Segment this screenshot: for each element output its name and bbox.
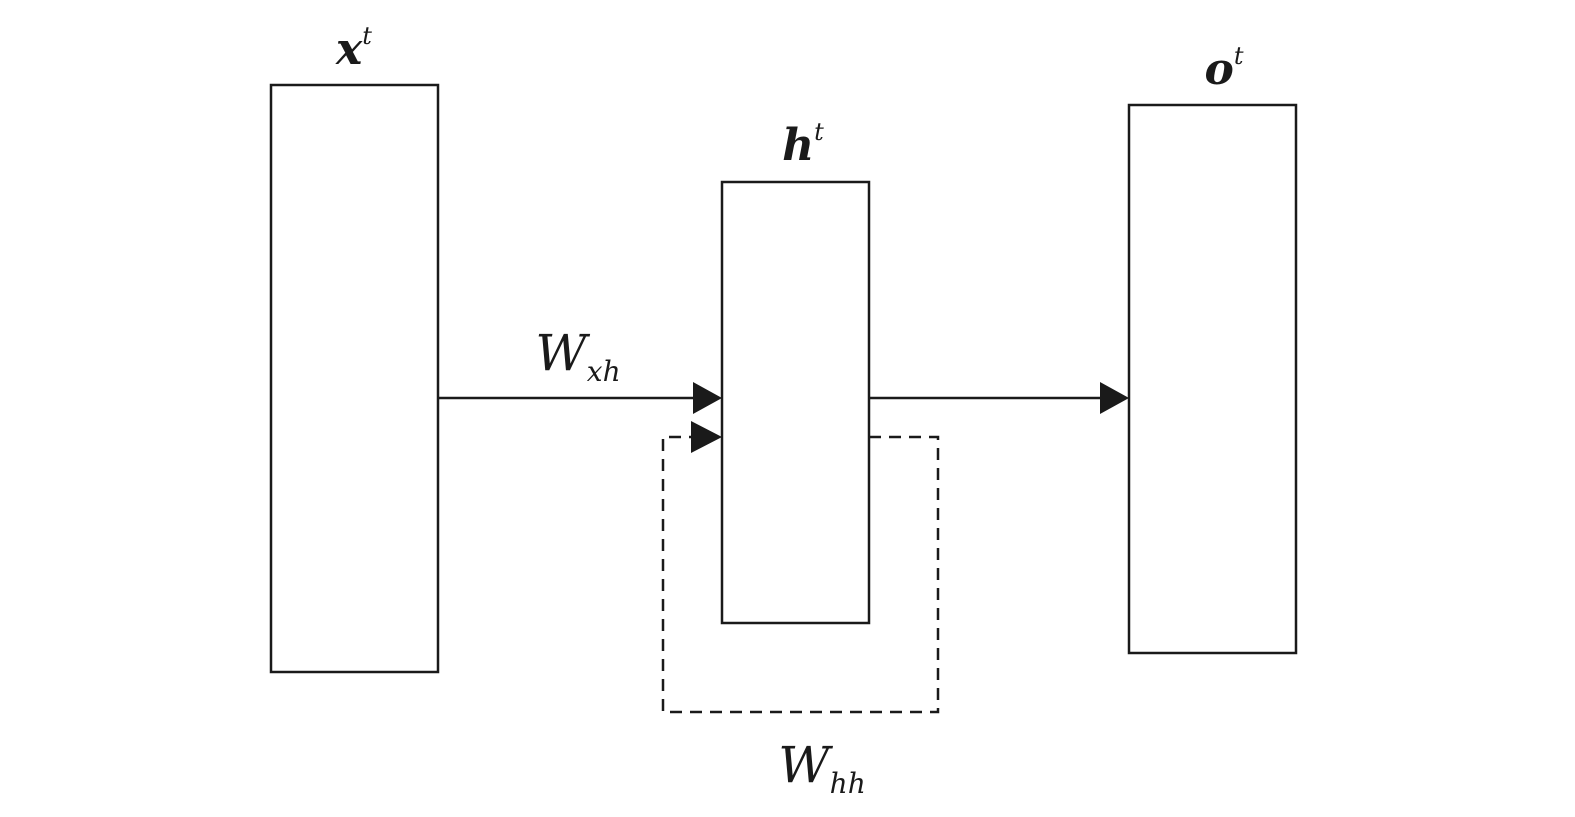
input-to-hidden-arrow	[438, 382, 722, 414]
recurrent-weight-label: Whh	[778, 736, 865, 800]
hidden-node-box	[720, 180, 871, 625]
hidden-node-label: ht	[782, 118, 824, 171]
input-node-box	[269, 83, 440, 674]
output-node-box	[1127, 103, 1298, 655]
recurrent-loop-arrow	[661, 421, 940, 714]
input-node-label: xt	[335, 22, 372, 75]
output-node-label: ot	[1204, 42, 1243, 95]
input-to-hidden-weight-label: Wxh	[535, 324, 620, 388]
hidden-to-output-arrow	[869, 382, 1129, 414]
